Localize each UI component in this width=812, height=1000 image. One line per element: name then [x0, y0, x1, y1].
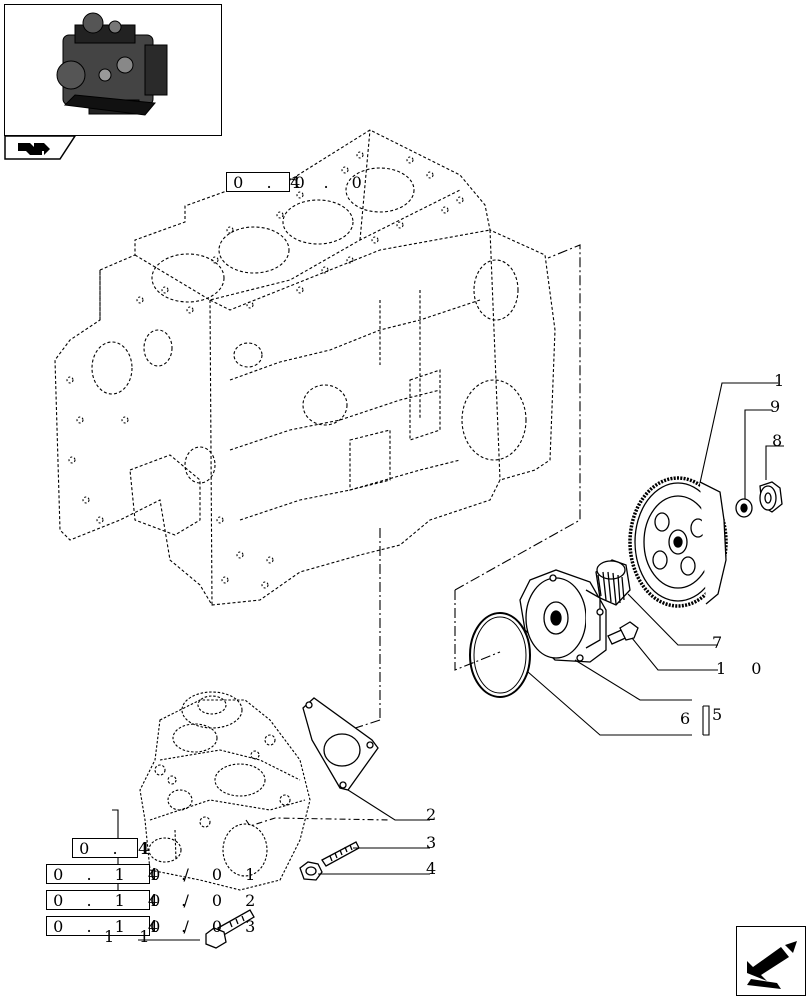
bushing-part-8 — [759, 481, 783, 513]
callout-4: 4 — [426, 859, 447, 878]
callout-8: 8 — [772, 431, 793, 450]
gear-part-1 — [628, 476, 728, 608]
callout-5: 5 — [712, 705, 733, 724]
gasket-part-2 — [302, 697, 379, 791]
bolt-part-11 — [205, 909, 255, 949]
engine-block — [54, 129, 556, 606]
engine-thumbnail — [4, 4, 222, 136]
book-arrow-icon — [18, 143, 50, 155]
callout-6: 6 — [680, 709, 701, 728]
pump-hub-part-5 — [519, 569, 607, 663]
callout-7: 7 — [712, 633, 733, 652]
pinion-gear-part-7 — [595, 559, 631, 606]
callout-1: 1 — [774, 371, 795, 390]
pump-reference-3[interactable]: 0 . 1 4 .0 / 0 2 — [18, 870, 264, 911]
pump-reference-4[interactable]: 0 . 1 4 .0 / 0 3 — [18, 896, 264, 937]
callout-11: 1 1 — [104, 927, 160, 946]
callout-3: 3 — [426, 833, 447, 852]
block-reference-box: 0 . 0 — [226, 172, 305, 192]
block-reference-tail: 4 . 0 — [290, 173, 371, 192]
washer-part-9 — [735, 498, 753, 518]
callout-2: 2 — [426, 805, 447, 824]
o-ring-part-6 — [469, 612, 531, 698]
injection-pump — [139, 691, 311, 891]
callout-9: 9 — [770, 397, 791, 416]
next-page-button[interactable] — [736, 926, 806, 996]
section-tab[interactable] — [4, 135, 77, 161]
stud-part-3 — [321, 841, 360, 867]
nut-part-4 — [299, 861, 323, 881]
next-page-arrow-icon — [747, 941, 797, 989]
block-reference[interactable]: 0 . 04 . 0 — [198, 152, 371, 193]
callout-10: 1 0 — [716, 659, 772, 678]
pump-reference-2[interactable]: 0 . 1 4 .0 / 0 1 — [18, 844, 264, 885]
pump-reference-1[interactable]: 0 . 14 — [44, 818, 157, 859]
bolt-part-10 — [607, 621, 639, 645]
engine-thumbnail-icon — [56, 12, 168, 116]
